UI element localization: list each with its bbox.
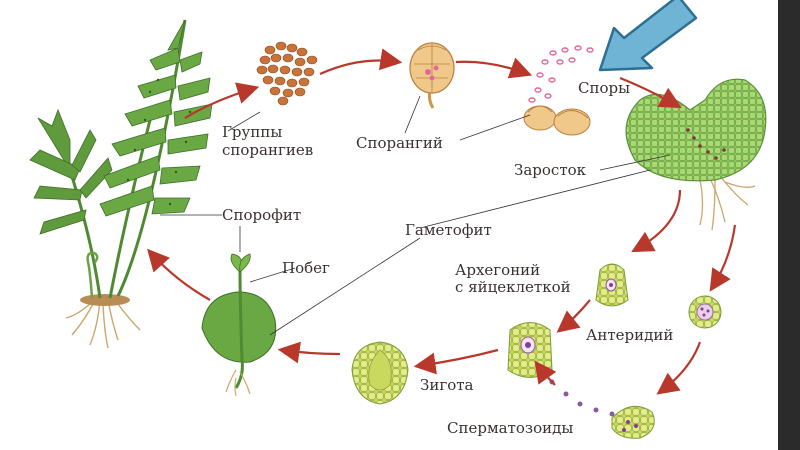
archegonium-fertilization <box>508 323 552 378</box>
label-zygote: Зигота <box>420 377 473 394</box>
label-sporangium: Спорангий <box>356 135 443 152</box>
label-spermatozoids: Сперматозоиды <box>447 420 573 437</box>
label-sporophyte: Спорофит <box>222 207 301 224</box>
label-archegonium-line1: Архегоний <box>455 262 540 279</box>
label-gametophyte: Гаметофит <box>405 222 492 239</box>
label-shoot: Побег <box>282 260 330 277</box>
label-groups-line1: Группы <box>222 124 282 141</box>
label-spores: Споры <box>578 80 630 97</box>
label-prothallus: Заросток <box>514 162 586 179</box>
label-antheridium: Антеридий <box>586 327 673 344</box>
label-groups-line2: спорангиев <box>222 142 313 159</box>
archegonium <box>596 264 628 306</box>
slide-shadow-edge <box>778 0 800 450</box>
antheridium <box>689 296 721 328</box>
label-archegonium-line2: с яйцеклеткой <box>455 279 571 296</box>
